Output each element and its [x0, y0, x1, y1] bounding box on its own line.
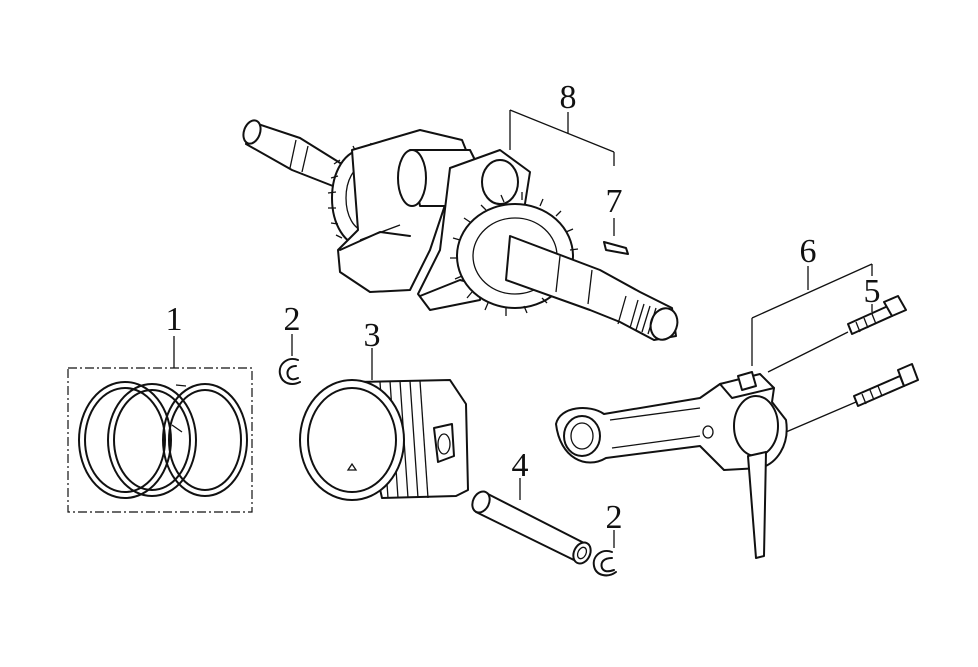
piston-pin	[471, 478, 592, 565]
connecting-rod-leader	[751, 263, 873, 366]
key	[603, 241, 629, 255]
label-crankshaft: 8	[560, 79, 577, 116]
label-piston-pin: 4	[512, 447, 529, 484]
label-piston: 3	[364, 317, 381, 354]
bolt-upper	[847, 295, 907, 335]
circlip-right	[592, 550, 617, 577]
callout-labels: 1 2 3 4 2 5 6 7 8	[166, 79, 881, 536]
bolt-lower	[853, 363, 919, 407]
label-bolt: 5	[864, 273, 881, 310]
piston	[299, 348, 469, 501]
label-circlip-right: 2	[606, 499, 623, 536]
label-piston-rings: 1	[166, 301, 183, 338]
circlip-left	[278, 358, 301, 385]
piston-rings-group-frame	[67, 367, 253, 513]
piston-rings	[67, 336, 253, 513]
crankshaft-leader	[509, 109, 615, 236]
label-connecting-rod: 6	[800, 233, 817, 270]
label-key: 7	[606, 183, 623, 220]
label-circlip-left: 2	[284, 301, 301, 338]
crankshaft	[242, 119, 679, 341]
connecting-rod	[555, 371, 788, 559]
